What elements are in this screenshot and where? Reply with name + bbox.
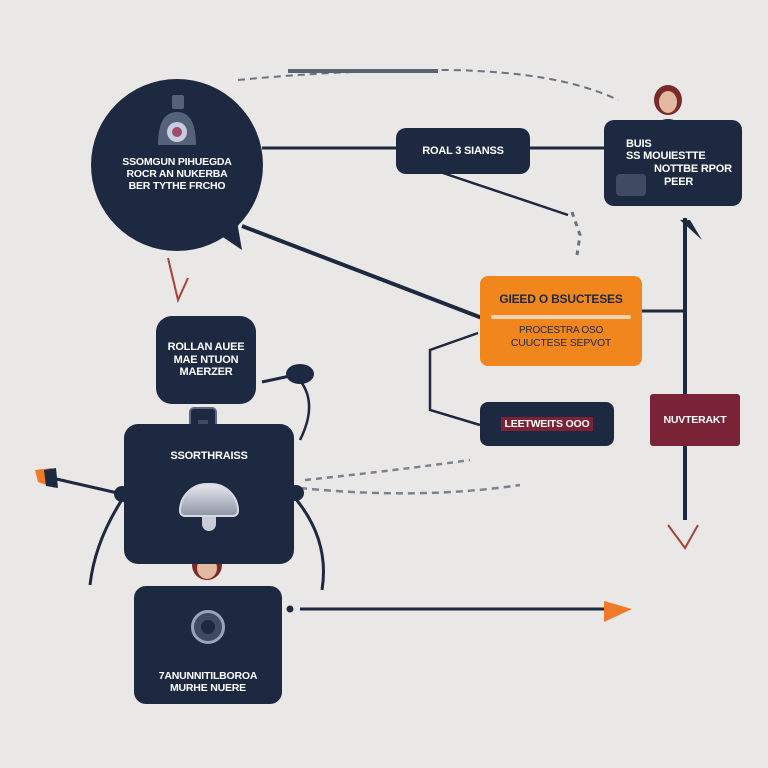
arrow-down-red [167, 257, 189, 304]
right-upper-arm [295, 375, 311, 441]
dashed-middle-connector [304, 458, 471, 482]
node-orange-line-2: CUUCTESE SEPVOT [510, 336, 612, 349]
node-left-large[interactable]: SSORTHRAISS [124, 424, 294, 564]
node-left-small-line-2: MAE NTUON [173, 353, 239, 366]
orange-divider [491, 315, 631, 320]
image-placeholder-icon [616, 174, 646, 196]
node-left-small-line-3: MAERZER [179, 366, 233, 379]
node-top-center-label: ROAL 3 SIANSS [422, 144, 504, 157]
node-orange-line-1: PROCESTRA OSO [518, 325, 604, 337]
mic-head [286, 364, 314, 384]
node-mid-dark[interactable]: LEETWEITS OOO [480, 402, 614, 446]
node-top-right[interactable]: BUIS SS MOUIESTTE NOTTBE RPOR PEER [604, 120, 742, 206]
node-bottom-left-line-2: MURHE NUERE [170, 682, 246, 695]
node-orange-title: GIEED O BSUCTESES [499, 292, 623, 307]
right-arm [293, 497, 325, 591]
connector-center-diagonal [439, 170, 569, 217]
node-top-right-line-4: PEER [664, 175, 694, 188]
left-arm [88, 494, 127, 586]
dashed-top-connector [237, 68, 619, 101]
speech-bubble [91, 79, 263, 251]
node-top-right-line-3: NOTTBE RPOR [654, 163, 732, 175]
node-left-large-label: SSORTHRAISS [170, 450, 248, 462]
node-maroon[interactable]: NUVTERAKT [650, 394, 740, 446]
node-bottom-left[interactable]: 7ANUNNITILBOROA MURHE NUERE [134, 586, 282, 704]
connector-orange-to-middark [428, 331, 481, 427]
bubble-line-1: SSOMGUN PIHUEGDA [122, 155, 232, 168]
left-pointer-tip-dark [44, 468, 58, 488]
arrowhead-down-outline [667, 524, 699, 550]
camera-icon [191, 610, 225, 644]
speech-bubble-tail [205, 210, 242, 250]
dashed-middle-connector-2 [299, 483, 521, 495]
arrowhead-up [680, 220, 702, 240]
node-orange[interactable]: GIEED O BSUCTESES PROCESTRA OSO CUUCTESE… [480, 276, 642, 366]
node-top-right-line-1: BUIS [626, 137, 652, 150]
bubble-line-3: BER TYTHE FRCHO [128, 180, 226, 193]
bottom-arrow-dot [286, 605, 294, 613]
node-left-small[interactable]: ROLLAN AUEE MAE NTUON MAERZER [156, 316, 256, 404]
node-top-right-line-2: SS MOUIESTTE [626, 150, 706, 163]
node-mid-dark-label: LEETWEITS OOO [500, 416, 594, 432]
left-pointer-line [51, 476, 123, 496]
node-top-center[interactable]: ROAL 3 SIANSS [396, 128, 530, 174]
bubble-text-block: SSOMGUN PIHUEGDA ROCR AN NUKERBA BER TYT… [110, 150, 244, 198]
node-left-small-line-1: ROLLAN AUEE [167, 341, 245, 354]
robot-icon [158, 95, 196, 145]
bell-icon [179, 482, 239, 517]
bell-icon-stem [202, 516, 216, 531]
connector-bubble-to-orange [241, 224, 483, 320]
bottom-arrowhead [604, 601, 632, 622]
mic-stem [261, 374, 291, 384]
dashed-small-connector [570, 211, 582, 256]
bubble-line-2: ROCR AN NUKERBA [126, 167, 228, 180]
node-maroon-label: NUVTERAKT [663, 413, 727, 426]
node-bottom-left-line-1: 7ANUNNITILBOROA [158, 670, 258, 682]
